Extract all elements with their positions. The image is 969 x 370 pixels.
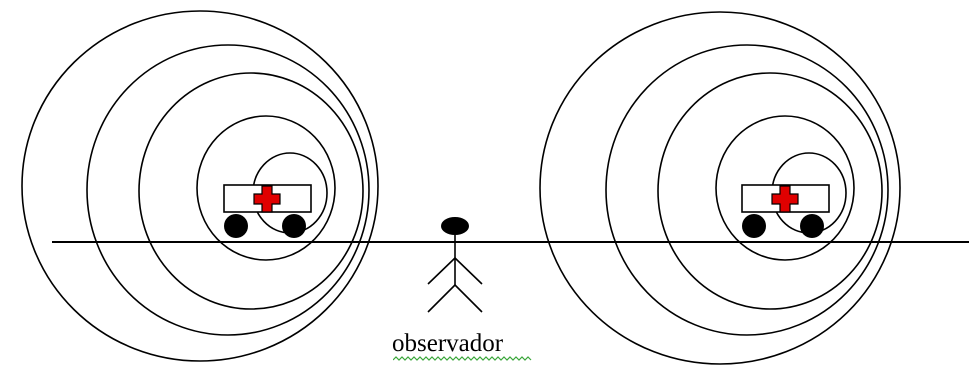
right-ambulance-wheel-back <box>742 214 766 238</box>
ambulance-icon <box>742 185 829 238</box>
observer-right-arm <box>455 258 482 284</box>
observer-label: observador <box>392 330 503 358</box>
right-wavefront-group <box>540 12 900 364</box>
left-ambulance-wheel-back <box>224 214 248 238</box>
observer-right-leg <box>455 285 482 312</box>
observer-head <box>441 217 469 235</box>
observer-left-leg <box>428 285 455 312</box>
left-wavefront-1 <box>22 11 378 361</box>
observer-left-arm <box>428 258 455 284</box>
left-ambulance-wheel-front <box>282 214 306 238</box>
left-wavefront-group <box>22 11 378 361</box>
spellcheck-underline <box>393 356 533 362</box>
right-ambulance-wheel-front <box>800 214 824 238</box>
stick-figure-observer-icon <box>428 217 482 312</box>
ambulance-icon <box>224 185 311 238</box>
